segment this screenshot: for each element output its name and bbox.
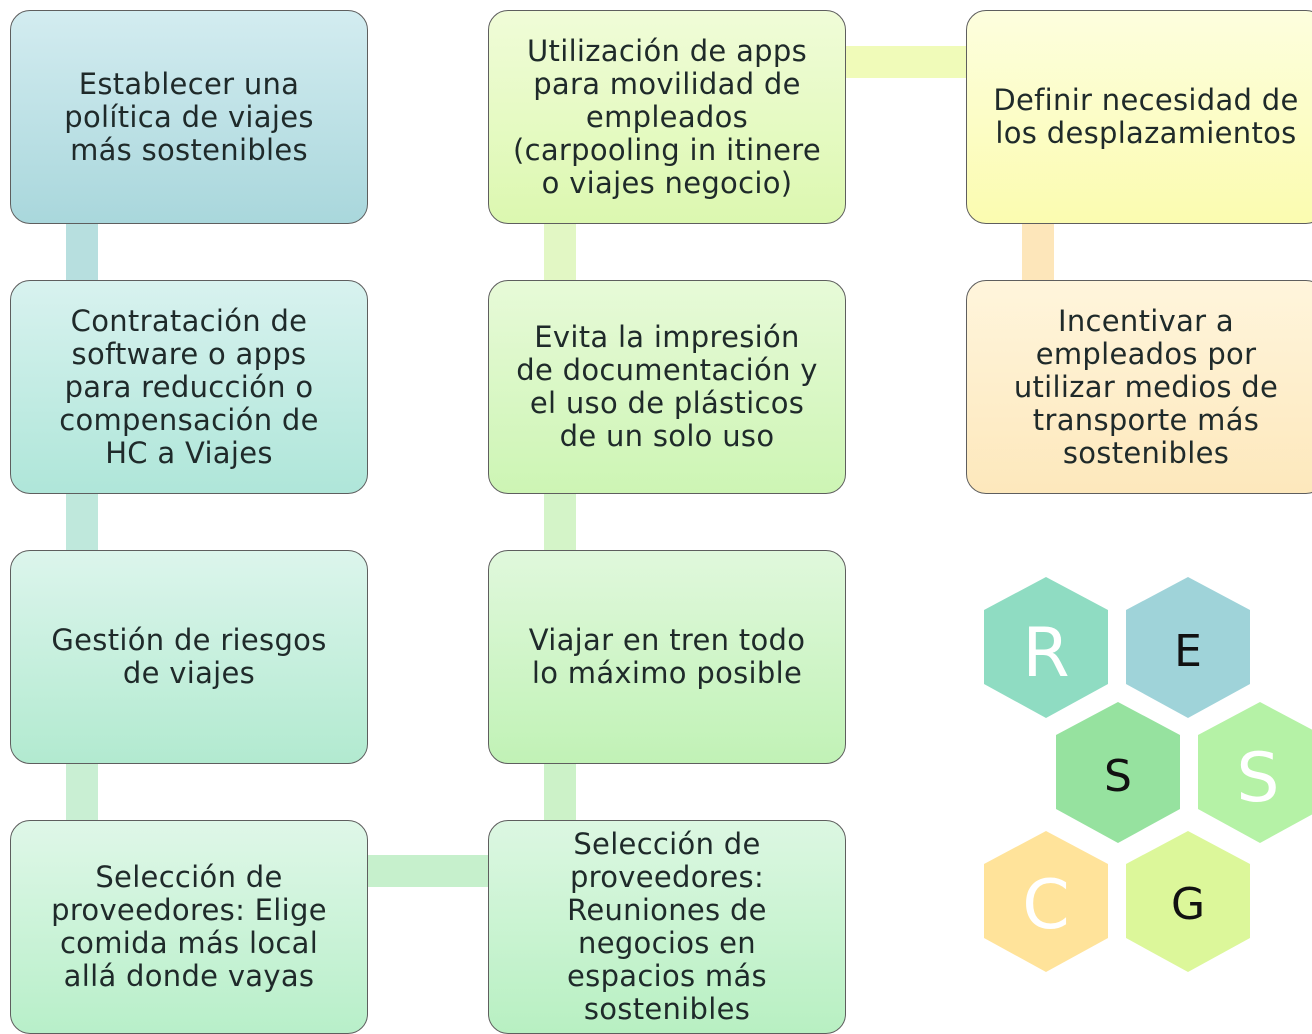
step-box: Selección de proveedores: Reuniones de n… (488, 820, 846, 1034)
hex-shape (1126, 831, 1250, 972)
hex-letter: G (1171, 879, 1205, 930)
step-text: Viajar en tren todo lo máximo posible (528, 623, 806, 690)
hex-shape (984, 831, 1108, 972)
hex-shape (984, 577, 1108, 718)
step-text: Selección de proveedores: Elige comida m… (51, 860, 327, 993)
step-box: Viajar en tren todo lo máximo posible (488, 550, 846, 764)
step-box: Utilización de apps para movilidad de em… (488, 10, 846, 224)
step-box: Definir necesidad de los desplazamientos (966, 10, 1312, 224)
step-box: Contratación de software o apps para red… (10, 280, 368, 494)
connector (544, 492, 576, 552)
step-box: Selección de proveedores: Elige comida m… (10, 820, 368, 1034)
hex-r: R (984, 577, 1108, 718)
hex-g: G (1126, 831, 1250, 972)
connector (1022, 222, 1054, 282)
step-box: Gestión de riesgos de viajes (10, 550, 368, 764)
hex-letter: S (1236, 739, 1279, 818)
step-text: Definir necesidad de los desplazamientos (993, 83, 1299, 150)
step-box: Incentivar a empleados por utilizar medi… (966, 280, 1312, 494)
step-box: Establecer una política de viajes más so… (10, 10, 368, 224)
step-text: Utilización de apps para movilidad de em… (512, 33, 822, 200)
connector (544, 762, 576, 822)
hex-s-dark: S (1056, 702, 1180, 843)
hex-shape (1198, 702, 1312, 843)
hex-c: C (984, 831, 1108, 972)
hex-s-light: S (1198, 702, 1312, 843)
step-text: Evita la impresión de documentación y el… (516, 320, 818, 453)
connector (544, 222, 576, 282)
step-text: Selección de proveedores: Reuniones de n… (567, 827, 767, 1026)
connector (366, 855, 490, 887)
connector (66, 492, 98, 552)
hex-letter: S (1104, 751, 1132, 802)
hex-shape (1056, 702, 1180, 843)
connector (844, 46, 968, 78)
hex-letter: E (1174, 626, 1202, 677)
connector (66, 222, 98, 282)
step-text: Establecer una política de viajes más so… (64, 66, 314, 167)
step-text: Gestión de riesgos de viajes (51, 623, 327, 690)
hex-e: E (1126, 577, 1250, 718)
hex-shape (1126, 577, 1250, 718)
connector (66, 762, 98, 822)
step-text: Incentivar a empleados por utilizar medi… (1013, 303, 1279, 470)
step-text: Contratación de software o apps para red… (59, 303, 319, 470)
hex-letter: R (1022, 614, 1069, 693)
hex-letter: C (1022, 866, 1069, 945)
step-box: Evita la impresión de documentación y el… (488, 280, 846, 494)
